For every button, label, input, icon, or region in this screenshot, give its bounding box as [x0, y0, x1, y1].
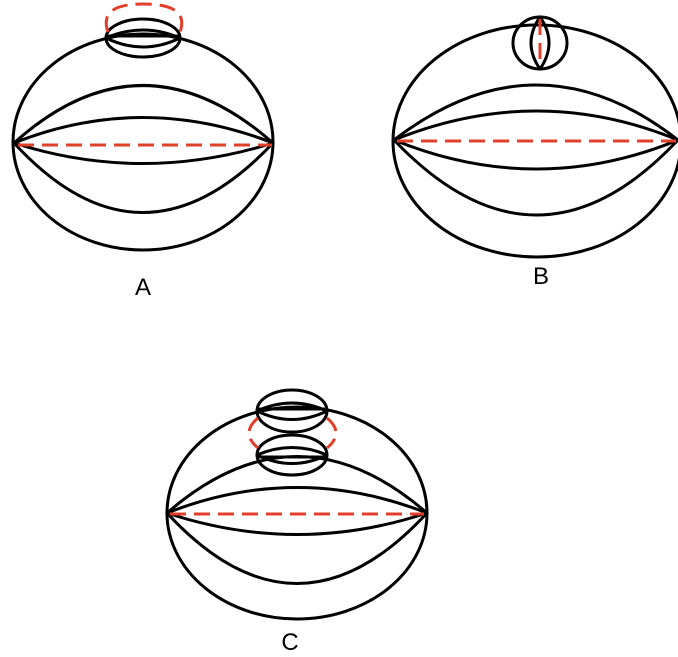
figure-a-band-equator-bottom: [12, 141, 275, 165]
figure-a-band-lower: [12, 141, 275, 214]
figure-a-small-sphere-outline: [104, 17, 182, 59]
figure-c-lower-small-sphere-outline: [255, 433, 329, 477]
figure-a-small-sphere-band-2: [104, 36, 182, 49]
figure-b-band-upper: [392, 83, 678, 142]
figure-c-band-equator-top: [165, 486, 429, 515]
figure-b-band-lower: [392, 138, 678, 217]
figure-c-lower-small-sphere-band-1: [255, 446, 329, 457]
figure-b-band-equator-bottom: [392, 138, 678, 171]
figure-c-dashed-connector-left: [247, 416, 259, 450]
figure-b-label: B: [533, 263, 549, 290]
figure-c-band-lower: [165, 511, 429, 585]
figure-a-band-upper: [12, 84, 275, 145]
figure-a-dashed-cap: [104, 2, 184, 33]
figure-c-label: C: [281, 629, 298, 656]
figure-c: C: [165, 388, 429, 656]
figure-a: A: [11, 2, 275, 301]
figure-a-outline: [11, 32, 275, 252]
figure-c-band-upper: [165, 455, 429, 515]
figure-b-small-sphere-band-2: [538, 15, 551, 71]
figure-b-band-equator-top: [392, 109, 678, 142]
figure-a-band-equator-top: [12, 116, 275, 145]
figure-c-dashed-connector-right: [326, 416, 338, 450]
figure-b-small-sphere-band-1: [529, 15, 542, 71]
figure-a-label: A: [135, 274, 151, 301]
figure-c-band-equator-bottom: [165, 511, 429, 536]
figure-b: B: [391, 15, 678, 290]
figure-c-upper-small-sphere-band-2: [255, 409, 329, 421]
